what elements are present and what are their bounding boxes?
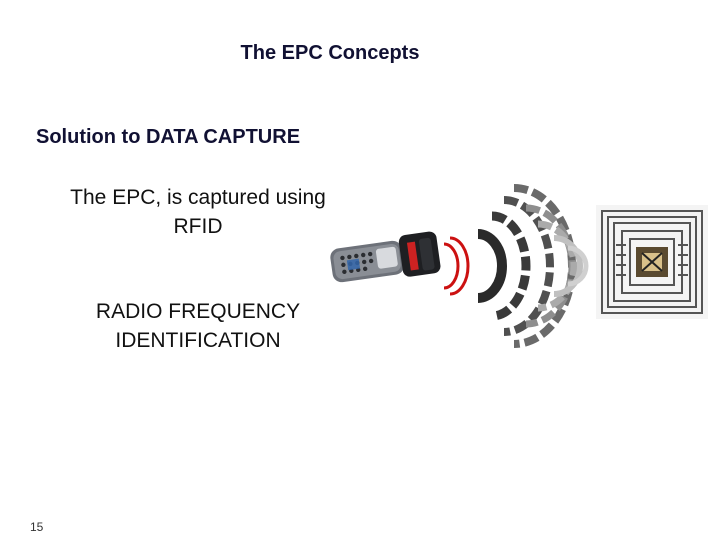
- body-text-rfid-expansion: RADIO FREQUENCY IDENTIFICATION: [95, 300, 301, 352]
- body-text-capture: The EPC, is captured using RFID: [70, 186, 326, 238]
- slide-subtitle: Solution to DATA CAPTURE: [36, 126, 301, 148]
- slide-title: The EPC Concepts: [240, 42, 420, 64]
- handheld-rfid-reader-icon: [330, 231, 441, 283]
- page-number: 15: [30, 520, 44, 534]
- rfid-tag-icon: [596, 205, 708, 319]
- radio-waves-icon: [443, 184, 589, 348]
